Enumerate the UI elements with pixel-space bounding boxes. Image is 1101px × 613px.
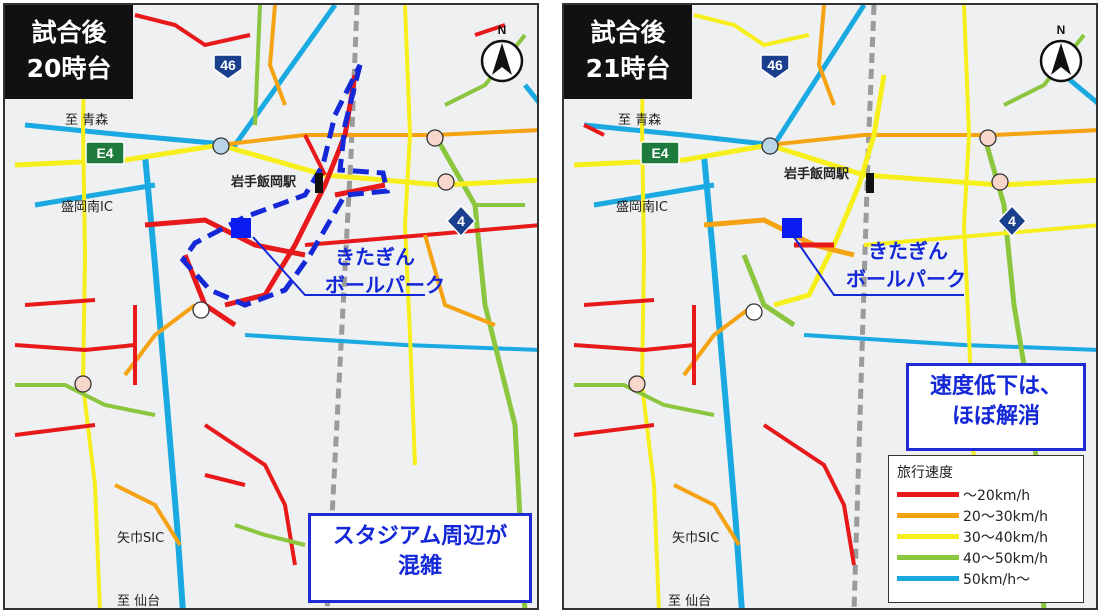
legend-row: 50km/h～: [897, 568, 1075, 589]
title-line1: 試合後: [31, 18, 107, 47]
legend-title: 旅行速度: [897, 465, 953, 481]
svg-text:4: 4: [457, 213, 465, 229]
title-line2: 21時台: [585, 54, 671, 83]
callout-line2: ほぼ解消: [951, 404, 1040, 429]
callout-line1: 速度低下は、: [929, 374, 1062, 399]
ballpark-label: きたぎん ボールパーク: [846, 239, 966, 291]
svg-text:46: 46: [767, 57, 783, 73]
route-4-shield-icon: 4: [446, 205, 476, 237]
north-arrow-icon: N: [1039, 23, 1083, 83]
map-panel-21h: 試合後 21時台 N 46 4 E4 至 青森 盛岡南IC 岩手飯岡駅 矢巾SI…: [562, 3, 1098, 610]
legend-label: 40～50km/h: [963, 550, 1048, 567]
legend-row: 30～40km/h: [897, 526, 1075, 547]
traffic-speed-map: [14, 5, 537, 608]
route-46-shield-icon: 46: [213, 54, 243, 80]
station-label: 岩手飯岡駅: [784, 167, 850, 182]
callout-line2: 混雑: [397, 554, 442, 579]
svg-text:E4: E4: [96, 145, 113, 161]
legend-label: 50km/h～: [963, 571, 1031, 588]
congestion-callout: スタジアム周辺が 混雑: [308, 513, 532, 603]
speed-legend: 旅行速度 ～20km/h 20～30km/h 30～40km/h 40～50km…: [888, 455, 1084, 603]
svg-text:46: 46: [220, 57, 236, 73]
to-sendai-label: 至 仙台: [117, 594, 161, 609]
legend-label: 30～40km/h: [963, 529, 1048, 546]
morioka-minami-ic-label: 盛岡南IC: [616, 200, 668, 215]
title-line2: 20時台: [26, 54, 112, 83]
expressway-e4-sign-icon: E4: [640, 141, 680, 165]
yahaba-sic-label: 矢巾SIC: [672, 531, 720, 546]
north-label: N: [1057, 23, 1066, 37]
to-sendai-label: 至 仙台: [668, 594, 712, 609]
legend-label: 20～30km/h: [963, 508, 1048, 525]
svg-text:E4: E4: [651, 145, 668, 161]
ballpark-marker: [231, 218, 251, 238]
improvement-callout: 速度低下は、 ほぼ解消: [906, 363, 1086, 451]
svg-text:4: 4: [1008, 213, 1016, 229]
legend-swatch-green: [897, 555, 959, 560]
time-title: 試合後 21時台: [564, 5, 692, 99]
title-line1: 試合後: [590, 18, 666, 47]
expressway-e4-sign-icon: E4: [85, 141, 125, 165]
legend-swatch-blue: [897, 576, 959, 581]
time-title: 試合後 20時台: [5, 5, 133, 99]
morioka-minami-ic-label: 盛岡南IC: [61, 200, 113, 215]
legend-label: ～20km/h: [963, 487, 1031, 504]
north-arrow-icon: N: [480, 23, 524, 83]
to-aomori-label: 至 青森: [65, 113, 109, 128]
callout-line1: スタジアム周辺が: [332, 524, 508, 549]
yahaba-sic-label: 矢巾SIC: [117, 531, 165, 546]
north-label: N: [498, 23, 507, 37]
route-4-shield-icon: 4: [997, 205, 1027, 237]
route-46-shield-icon: 46: [760, 54, 790, 80]
ballpark-label: きたぎん ボールパーク: [325, 245, 445, 297]
to-aomori-label: 至 青森: [618, 113, 662, 128]
legend-row: 40～50km/h: [897, 547, 1075, 568]
station-marker: [866, 173, 874, 193]
legend-row: ～20km/h: [897, 484, 1075, 505]
legend-row: 20～30km/h: [897, 505, 1075, 526]
map-panel-20h: 試合後 20時台 N 46 4 E4 至 青森 盛岡南IC 岩手飯岡駅 矢巾SI…: [3, 3, 539, 610]
legend-swatch-yellow: [897, 534, 959, 539]
station-marker: [315, 173, 323, 193]
station-label: 岩手飯岡駅: [231, 175, 297, 190]
ballpark-marker: [782, 218, 802, 238]
legend-swatch-orange: [897, 513, 959, 518]
legend-swatch-red: [897, 492, 959, 497]
